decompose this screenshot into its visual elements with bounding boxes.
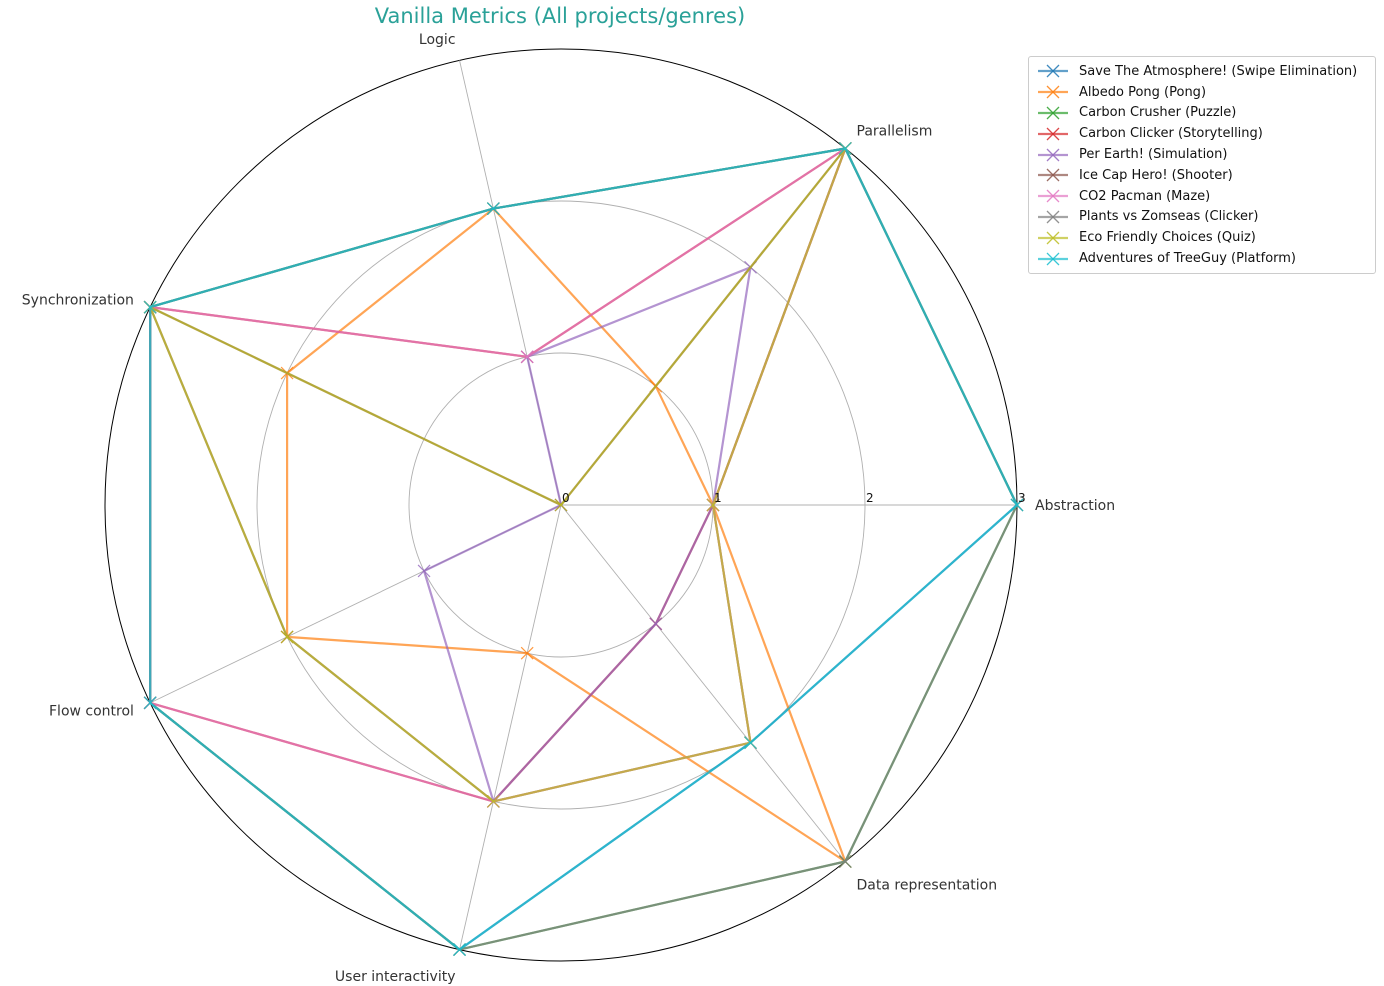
legend-item-5: Ice Cap Hero! (Shooter) (1029, 165, 1375, 186)
legend-swatch-8 (1038, 231, 1068, 245)
series-6-point-2 (520, 350, 534, 364)
series-line-1 (286, 207, 847, 863)
series-9-point-0 (1010, 498, 1024, 512)
axis-spoke-6 (560, 504, 846, 862)
legend-item-6: CO2 Pacman (Maze) (1029, 186, 1375, 207)
legend-label-6: CO2 Pacman (Maze) (1079, 188, 1211, 204)
legend-swatch-9 (1038, 252, 1068, 266)
series-8-point-0 (706, 498, 720, 512)
series-9-point-2 (486, 202, 500, 216)
axis-spoke-5 (459, 504, 562, 950)
series-layer (143, 142, 1024, 956)
legend-label-0: Save The Atmosphere! (Swipe Elimination) (1079, 63, 1358, 79)
axis-label-3: Synchronization (22, 292, 134, 308)
legend: Save The Atmosphere! (Swipe Elimination)… (1028, 56, 1376, 274)
series-9-point-4 (143, 696, 157, 710)
legend-swatch-2 (1038, 106, 1068, 120)
axis-label-5: User interactivity (335, 969, 456, 985)
legend-label-2: Carbon Crusher (Puzzle) (1079, 105, 1237, 121)
legend-swatch-6 (1038, 189, 1068, 203)
series-line-4 (423, 266, 752, 803)
legend-label-9: Adventures of TreeGuy (Platform) (1079, 251, 1297, 267)
legend-item-4: Per Earth! (Simulation) (1029, 144, 1375, 165)
legend-swatch-5 (1038, 168, 1068, 182)
series-9-point-3 (143, 300, 157, 314)
legend-label-1: Albedo Pong (Pong) (1079, 84, 1207, 100)
series-9-point-1 (838, 142, 852, 155)
legend-item-3: Carbon Clicker (Storytelling) (1029, 123, 1375, 144)
series-7-point-6 (838, 855, 852, 868)
axis-label-0: Abstraction (1035, 498, 1115, 514)
series-line-9 (149, 147, 1019, 951)
axis-label-6: Data representation (857, 878, 998, 894)
series-4-point-6 (649, 617, 663, 631)
legend-label-7: Plants vs Zomseas (Clicker) (1079, 209, 1259, 225)
legend-swatch-1 (1038, 85, 1068, 99)
legend-item-8: Eco Friendly Choices (Quiz) (1029, 227, 1375, 248)
radial-tick-label-2: 2 (866, 491, 874, 505)
legend-label-3: Carbon Clicker (Storytelling) (1079, 126, 1263, 142)
legend-label-4: Per Earth! (Simulation) (1079, 147, 1228, 163)
series-line-8 (149, 147, 847, 803)
radial-tick-label-0: 0 (562, 491, 570, 505)
legend-item-1: Albedo Pong (Pong) (1029, 82, 1375, 103)
series-1-point-5 (520, 646, 534, 660)
radial-tick-label-1: 1 (714, 491, 722, 505)
legend-swatch-7 (1038, 210, 1068, 224)
series-8-point-2 (554, 498, 568, 512)
axis-label-4: Flow control (49, 704, 134, 720)
legend-label-5: Ice Cap Hero! (Shooter) (1079, 167, 1233, 183)
axis-label-2: Logic (419, 32, 456, 48)
legend-item-2: Carbon Crusher (Puzzle) (1029, 103, 1375, 124)
chart-title: Vanilla Metrics (All projects/genres) (374, 4, 746, 28)
series-8-point-5 (486, 794, 500, 808)
legend-swatch-4 (1038, 148, 1068, 162)
legend-item-0: Save The Atmosphere! (Swipe Elimination) (1029, 61, 1375, 82)
legend-item-7: Plants vs Zomseas (Clicker) (1029, 207, 1375, 228)
series-4-point-4 (417, 564, 431, 578)
legend-label-8: Eco Friendly Choices (Quiz) (1079, 230, 1256, 246)
legend-swatch-0 (1038, 64, 1068, 78)
legend-swatch-3 (1038, 127, 1068, 141)
series-9-point-6 (744, 736, 757, 750)
axis-label-1: Parallelism (857, 123, 933, 139)
series-9-point-5 (453, 943, 466, 956)
radial-tick-label-3: 3 (1018, 491, 1026, 505)
legend-item-9: Adventures of TreeGuy (Platform) (1029, 248, 1375, 269)
series-8-point-4 (280, 630, 294, 644)
